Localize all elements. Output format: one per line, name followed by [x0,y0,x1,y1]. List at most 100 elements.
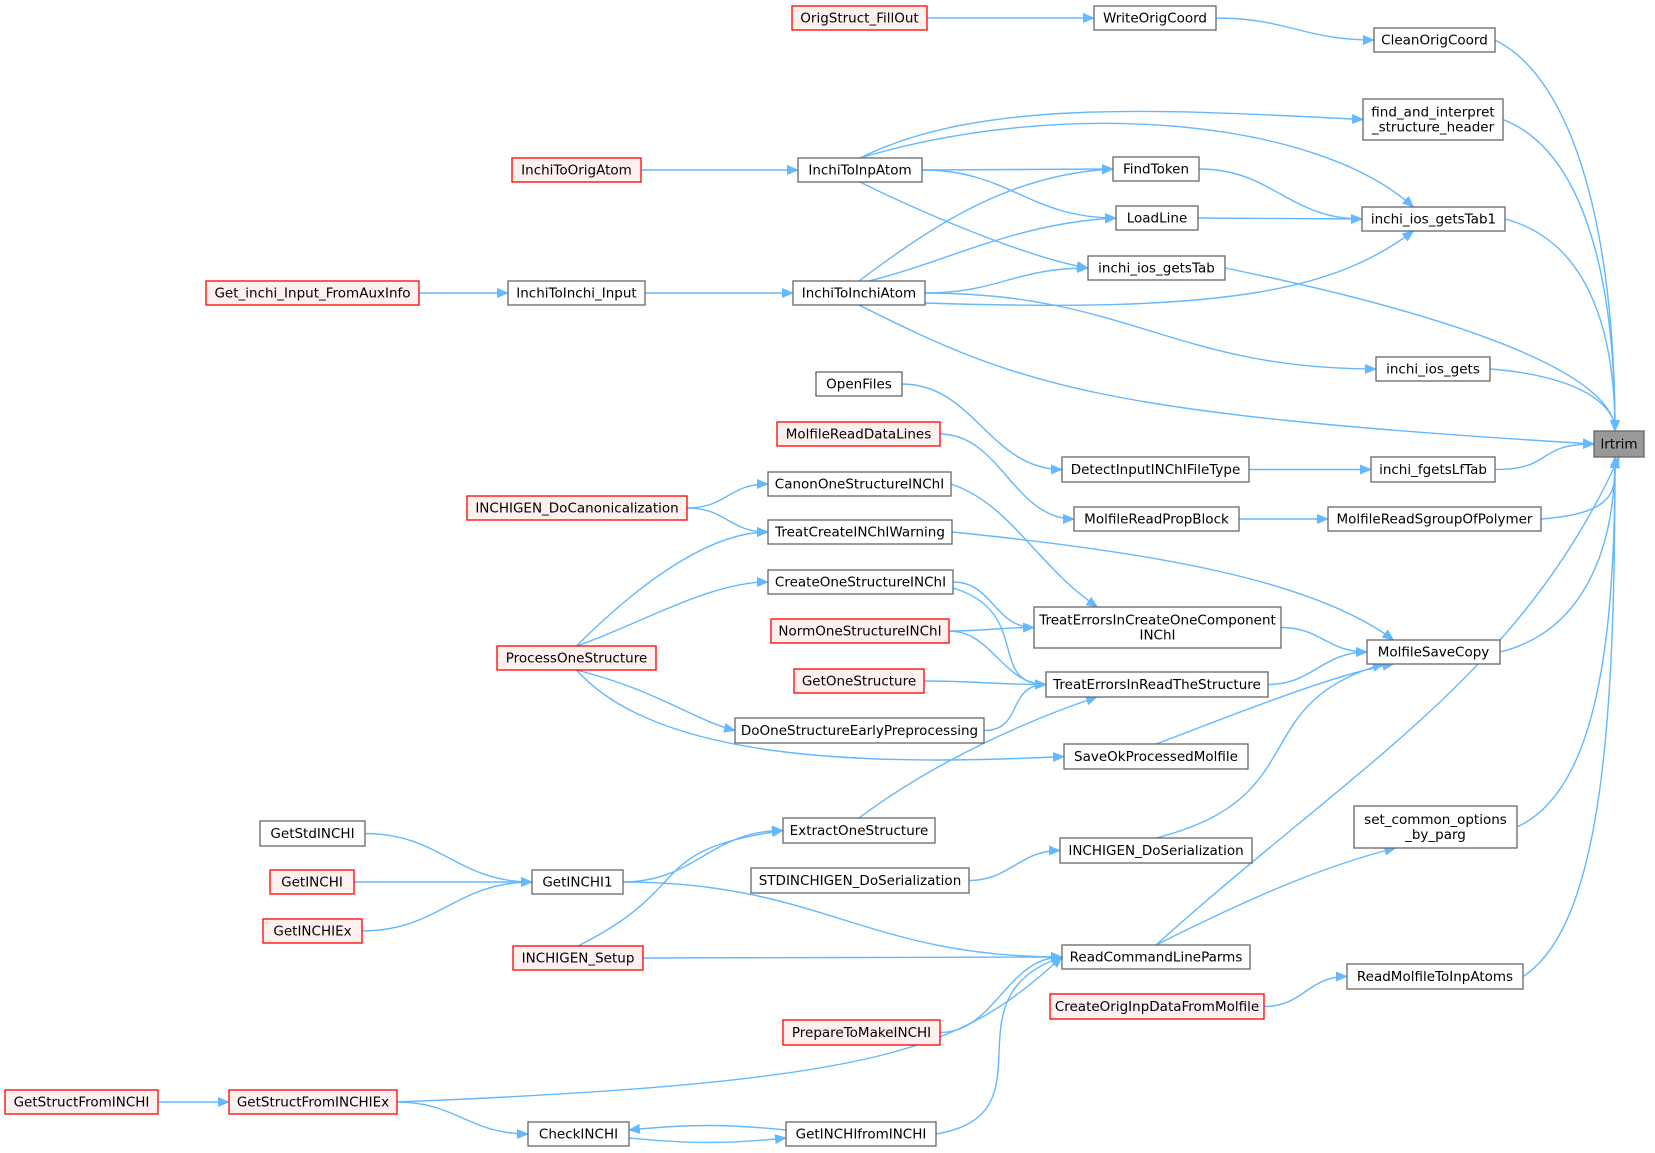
node-inchitoorigatom[interactable]: InchiToOrigAtom [511,157,642,183]
node-box[interactable] [1593,430,1645,458]
node-box[interactable] [750,867,970,894]
node-box[interactable] [228,1089,398,1115]
node-box[interactable] [815,371,903,397]
node-box[interactable] [785,1121,937,1147]
node-box[interactable] [767,471,952,497]
node-box[interactable] [205,280,420,306]
node-box[interactable] [1353,805,1518,849]
node-box[interactable] [1087,255,1226,281]
node-lrtrim[interactable]: lrtrim [1593,430,1645,458]
node-findtoken[interactable]: FindToken [1112,156,1200,182]
node-molfilesavecopy[interactable]: MolfileSaveCopy [1366,639,1501,665]
node-inchitoinchiatom[interactable]: InchiToInchiAtom [792,280,926,306]
node-treaterrorsinreadthestructure[interactable]: TreatErrorsInReadTheStructure [1045,671,1269,698]
node-box[interactable] [1061,456,1250,483]
node-inchi-fgetslftab[interactable]: inchi_fgetsLfTab [1370,456,1496,483]
node-loadline[interactable]: LoadLine [1115,205,1199,231]
node-createonestructureinchi[interactable]: CreateOneStructureINChI [767,569,954,595]
node-box[interactable] [512,945,644,971]
node-getinchi1[interactable]: GetINCHI1 [531,869,624,895]
node-doonestructureearlypreprocessing[interactable]: DoOneStructureEarlyPreprocessing [734,717,985,744]
node-treatcreateinchiwarning[interactable]: TreatCreateINChIWarning [767,519,953,545]
node-box[interactable] [793,668,925,694]
node-inchi-ios-getstab1[interactable]: inchi_ios_getsTab1 [1361,206,1506,232]
node-box[interactable] [1375,356,1491,382]
node-getstructfrominchi[interactable]: GetStructFromINCHI [4,1089,159,1115]
node-box[interactable] [507,280,646,306]
node-saveokprocessedmolfile[interactable]: SaveOkProcessedMolfile [1063,743,1249,770]
node-get-inchi-input-fromauxinfo[interactable]: Get_inchi_Input_FromAuxInfo [205,280,420,306]
node-box[interactable] [1346,963,1524,990]
node-box[interactable] [782,1019,941,1046]
node-molfilereaddatalines[interactable]: MolfileReadDataLines [776,421,941,447]
node-inchi-ios-gets[interactable]: inchi_ios_gets [1375,356,1491,382]
node-box[interactable] [770,618,950,644]
node-getinchiex[interactable]: GetINCHIEx [262,918,363,944]
node-box[interactable] [527,1121,630,1147]
node-readcommandlineparms[interactable]: ReadCommandLineParms [1061,944,1251,970]
node-openfiles[interactable]: OpenFiles [815,371,903,397]
node-getonestructure[interactable]: GetOneStructure [793,668,925,694]
node-molfilereadsgroupofpolymer[interactable]: MolfileReadSgroupOfPolymer [1327,506,1542,532]
node-box[interactable] [531,869,624,895]
node-inchi-ios-getstab[interactable]: inchi_ios_getsTab [1087,255,1226,281]
node-cleanorigcoord[interactable]: CleanOrigCoord [1373,27,1496,53]
node-box[interactable] [1073,506,1240,532]
node-box[interactable] [259,820,366,847]
node-box[interactable] [767,519,953,545]
node-box[interactable] [496,645,657,671]
node-box[interactable] [269,869,355,895]
node-box[interactable] [734,717,985,744]
node-box[interactable] [4,1089,159,1115]
node-box[interactable] [1045,671,1269,698]
node-box[interactable] [1112,156,1200,182]
node-box[interactable] [767,569,954,595]
node-box[interactable] [1327,506,1542,532]
node-inchigen-docanonicalization[interactable]: INCHIGEN_DoCanonicalization [466,495,688,521]
node-box[interactable] [1366,639,1501,665]
node-set-common-options-by-parg[interactable]: set_common_options_by_parg [1353,805,1518,849]
node-box[interactable] [1063,743,1249,770]
node-box[interactable] [1361,206,1506,232]
node-getstdinchi[interactable]: GetStdINCHI [259,820,366,847]
node-box[interactable] [1033,606,1282,649]
node-box[interactable] [1059,837,1253,864]
node-getinchifrominchi[interactable]: GetINCHIfromINCHI [785,1121,937,1147]
node-getinchi[interactable]: GetINCHI [269,869,355,895]
node-preparetomakeinchi[interactable]: PrepareToMakeINCHI [782,1019,941,1046]
node-box[interactable] [792,280,926,306]
node-extractonestructure[interactable]: ExtractOneStructure [782,817,936,844]
node-readmolfiletoinpatoms[interactable]: ReadMolfileToInpAtoms [1346,963,1524,990]
node-getstructfrominchiex[interactable]: GetStructFromINCHIEx [228,1089,398,1115]
node-box[interactable] [1115,205,1199,231]
node-box[interactable] [776,421,941,447]
node-writeorigcoord[interactable]: WriteOrigCoord [1093,5,1217,31]
node-box[interactable] [466,495,688,521]
node-molfilereadpropblock[interactable]: MolfileReadPropBlock [1073,506,1240,532]
node-find-and-interpret-structure-header[interactable]: find_and_interpret_structure_header [1362,98,1504,141]
node-processonestructure[interactable]: ProcessOneStructure [496,645,657,671]
node-box[interactable] [782,817,936,844]
node-inchigen-doserialization[interactable]: INCHIGEN_DoSerialization [1059,837,1253,864]
node-box[interactable] [1373,27,1496,53]
node-checkinchi[interactable]: CheckINCHI [527,1121,630,1147]
node-box[interactable] [1049,993,1265,1020]
node-box[interactable] [797,157,923,183]
node-box[interactable] [1362,98,1504,141]
node-createoriginpdatafrommolfile[interactable]: CreateOrigInpDataFromMolfile [1049,993,1265,1020]
node-inchitoinpatom[interactable]: InchiToInpAtom [797,157,923,183]
node-box[interactable] [262,918,363,944]
node-box[interactable] [1061,944,1251,970]
node-box[interactable] [511,157,642,183]
node-box[interactable] [1093,5,1217,31]
node-inchigen-setup[interactable]: INCHIGEN_Setup [512,945,644,971]
node-origstruct-fillout[interactable]: OrigStruct_FillOut [791,5,928,31]
node-normonestructureinchi[interactable]: NormOneStructureINChI [770,618,950,644]
node-canononestructureinchi[interactable]: CanonOneStructureINChI [767,471,952,497]
node-stdinchigen-doserialization[interactable]: STDINCHIGEN_DoSerialization [750,867,970,894]
node-box[interactable] [791,5,928,31]
node-box[interactable] [1370,456,1496,483]
node-inchitoinchi-input[interactable]: InchiToInchi_Input [507,280,646,306]
node-detectinputinchifiletype[interactable]: DetectInputINChIFileType [1061,456,1250,483]
